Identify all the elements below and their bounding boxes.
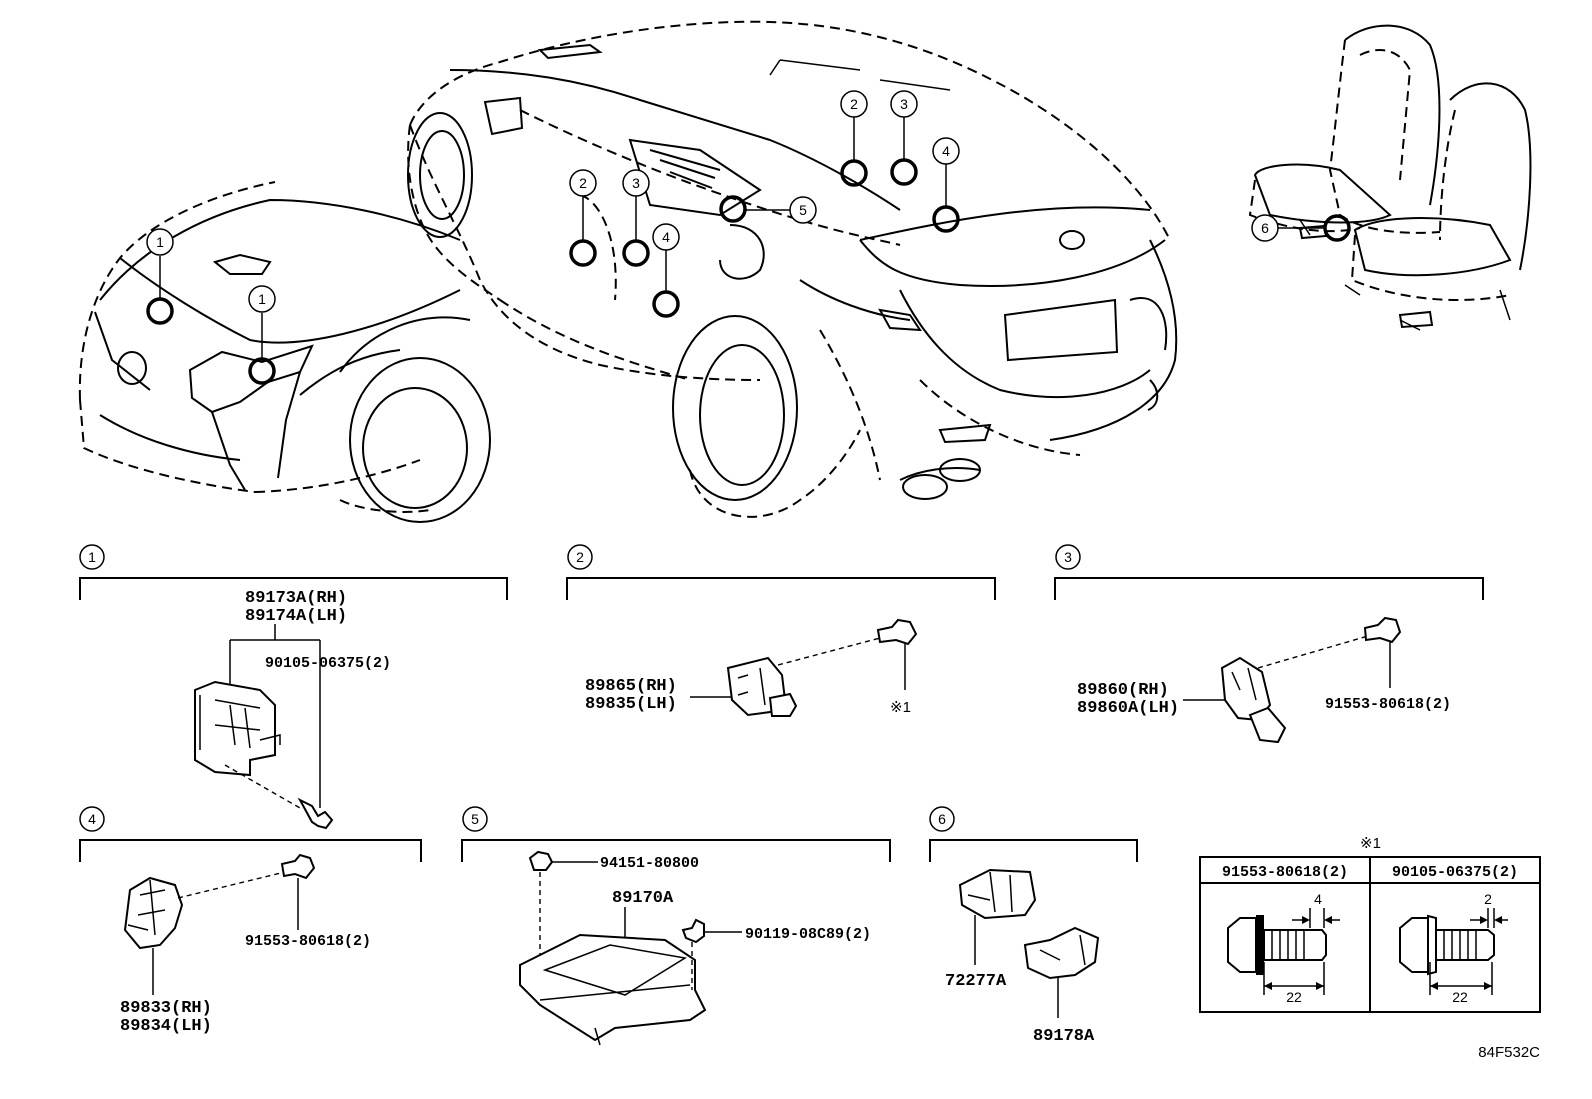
front-car-view [78, 181, 491, 523]
part-89835: 89835(LH) [585, 695, 677, 714]
rear-car-view [407, 20, 1178, 518]
sensor-location-marker-1a [146, 297, 174, 325]
svg-text:1: 1 [88, 549, 96, 565]
callout-1b: 1 [248, 285, 276, 313]
callout-4b: 4 [932, 137, 960, 165]
dim-4: 4 [1314, 891, 1322, 907]
part-89178A: 89178A [1033, 1027, 1095, 1046]
section-2-parts: 89865(RH) 89835(LH) ※1 [585, 618, 918, 717]
svg-text:3: 3 [632, 175, 640, 191]
dim-2: 2 [1484, 891, 1492, 907]
part-89834: 89834(LH) [120, 1017, 212, 1036]
svg-text:5: 5 [799, 202, 807, 218]
dim-22-b: 22 [1452, 989, 1468, 1005]
part-89170A: 89170A [612, 889, 674, 908]
section-5-header: 5 [461, 806, 891, 862]
section-headers: 1 2 3 4 5 6 [79, 544, 1484, 862]
bolt-90119-08C89: 90119-08C89(2) [745, 926, 871, 943]
sensor-location-marker-6 [1323, 214, 1351, 242]
callout-3b: 3 [890, 90, 918, 118]
section-3-parts: 89860(RH) 89860A(LH) 91553-80618(2) [1077, 616, 1451, 744]
callout-2b: 2 [840, 90, 868, 118]
callout-6: 6 [1251, 214, 1279, 242]
section-5-parts: 94151-80800 89170A 90119-08C89(2) [519, 850, 871, 1046]
section-3-header: 3 [1054, 544, 1484, 600]
seat-view [1248, 24, 1532, 331]
svg-text:2: 2 [576, 549, 584, 565]
callout-3a: 3 [622, 169, 650, 197]
svg-text:4: 4 [942, 143, 950, 159]
callout-2a: 2 [569, 169, 597, 197]
fastener-90105-06375: 90105-06375(2) [265, 655, 391, 672]
svg-text:2: 2 [579, 175, 587, 191]
svg-text:3: 3 [900, 96, 908, 112]
part-89174A: 89174A(LH) [245, 607, 347, 626]
svg-text:3: 3 [1064, 549, 1072, 565]
bolt-drawing-90105: 2 22 [1399, 891, 1508, 1005]
part-89865: 89865(RH) [585, 677, 677, 696]
fastener-91553-80618-s3: 91553-80618(2) [1325, 696, 1451, 713]
drawing-code: 84F532C [1478, 1044, 1540, 1061]
part-89173A: 89173A(RH) [245, 589, 347, 608]
svg-text:2: 2 [850, 96, 858, 112]
svg-text:6: 6 [1261, 220, 1269, 236]
sensor-location-marker-5 [719, 195, 747, 223]
table-header-90105: 90105-06375(2) [1392, 864, 1518, 881]
section-1-parts: 89173A(RH) 89174A(LH) 90105-06375(2) [194, 589, 391, 830]
dim-22-a: 22 [1286, 989, 1302, 1005]
note-ref-1: ※1 [890, 699, 911, 716]
part-89860A: 89860A(LH) [1077, 699, 1179, 718]
part-89860: 89860(RH) [1077, 681, 1169, 700]
section-4-parts: 91553-80618(2) 89833(RH) 89834(LH) [120, 853, 371, 1036]
sensor-location-marker-4b [932, 205, 960, 233]
sensor-location-marker-4a [652, 290, 680, 318]
callout-5: 5 [789, 196, 817, 224]
callout-4a: 4 [652, 223, 680, 251]
nut-94151-80800: 94151-80800 [600, 855, 699, 872]
section-6-parts: 72277A 89178A [945, 868, 1100, 1046]
svg-text:4: 4 [88, 811, 96, 827]
svg-text:4: 4 [662, 229, 670, 245]
table-header-91553: 91553-80618(2) [1222, 864, 1348, 881]
callout-1a: 1 [146, 228, 174, 256]
svg-text:1: 1 [156, 234, 164, 250]
sensor-location-marker-2a [569, 239, 597, 267]
part-89833: 89833(RH) [120, 999, 212, 1018]
svg-text:1: 1 [258, 291, 266, 307]
bolt-drawing-91553: 4 22 [1227, 891, 1340, 1005]
part-72277A: 72277A [945, 972, 1007, 991]
section-1-header: 1 [79, 544, 508, 600]
table-note: ※1 [1360, 835, 1381, 852]
sensor-location-marker-3a [622, 239, 650, 267]
section-2-header: 2 [566, 544, 996, 600]
svg-text:5: 5 [471, 811, 479, 827]
bolt-spec-table: ※1 91553-80618(2) 90105-06375(2) 4 22 [1199, 835, 1541, 1013]
section-6-header: 6 [929, 806, 1138, 862]
sensor-location-marker-3b [890, 158, 918, 186]
overview-callouts: 1 1 2 3 4 5 2 3 4 6 [146, 90, 1279, 313]
fastener-91553-80618-s4: 91553-80618(2) [245, 933, 371, 950]
svg-text:6: 6 [938, 811, 946, 827]
section-4-header: 4 [79, 806, 422, 862]
